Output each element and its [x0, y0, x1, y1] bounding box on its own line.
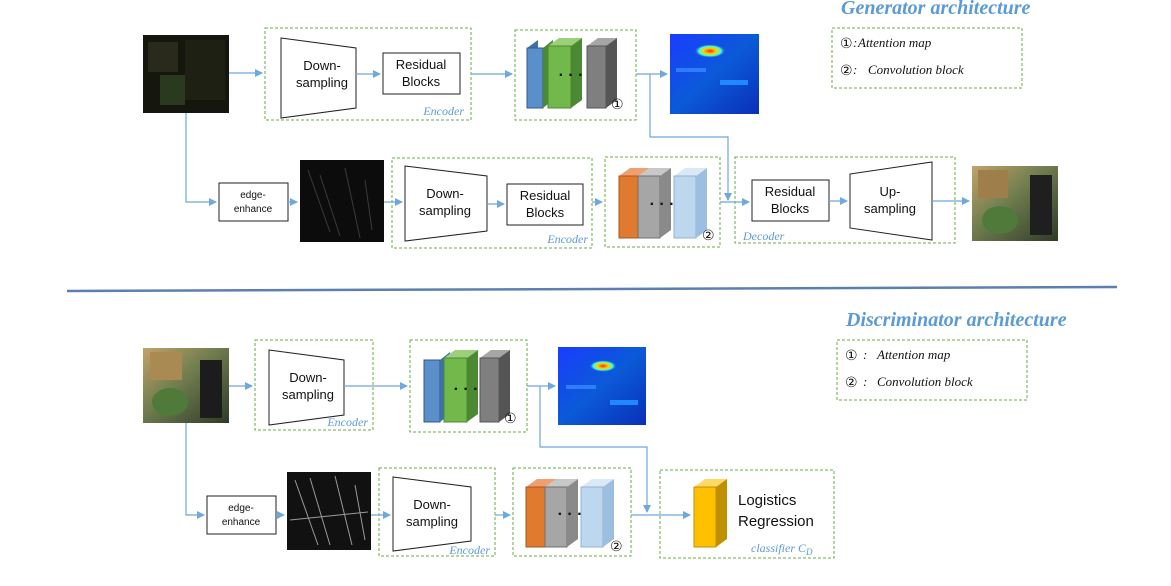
d-downsampling-trapezoid: [268, 349, 345, 426]
discriminator-attention-heatmap: [558, 347, 646, 425]
decoder-label: Decoder: [742, 229, 785, 243]
edge-enhance-label-2: enhance: [234, 204, 273, 215]
downsampling-label-1: Down-: [303, 58, 341, 73]
d-legend-attention-map: Attention map: [876, 347, 951, 362]
discriminator-encoder-bottom: [378, 467, 496, 557]
discriminator-edge-image: [287, 472, 371, 550]
discriminator-legend: [836, 339, 1028, 401]
discriminator-title: Discriminator architecture: [845, 309, 1067, 331]
regression-label: Regression: [738, 513, 814, 530]
residual-blocks-box-2: [506, 183, 584, 226]
conv-block-marker: ②: [702, 228, 715, 244]
generator-legend: [831, 27, 1023, 89]
discriminator-arrows: [185, 382, 691, 519]
d-conv-block-group: [512, 467, 632, 557]
generator-attention-heatmap: [670, 34, 759, 114]
attention-map-marker: ①: [611, 97, 624, 113]
d-conv-stack-1: · · ·: [423, 350, 510, 423]
generator-input-image: [143, 35, 229, 113]
encoder-label-2: Encoder: [546, 232, 588, 246]
downsampling-label-2: sampling: [296, 75, 348, 90]
generator-edge-image: [300, 160, 384, 242]
logistics-label: Logistics: [738, 492, 796, 509]
d-attention-map-marker: ①: [504, 411, 517, 427]
d-downsampling-trapezoid-2: [392, 476, 472, 552]
svg-text::: :: [863, 374, 867, 389]
generator-arrows: [185, 69, 970, 208]
downsampling-trapezoid: [280, 37, 357, 119]
attention-block-group: [514, 29, 637, 121]
d-edge-enhance-label-1: edge-: [228, 503, 254, 514]
residual-blocks-box: [382, 52, 461, 95]
residual2-label-2: Blocks: [526, 205, 565, 220]
residual-label-1: Residual: [396, 57, 447, 72]
classifier-block: [693, 479, 727, 548]
conv-stack-2: · · ·: [618, 168, 707, 239]
upsampling-label-1: Up-: [880, 184, 901, 199]
decoder-res-label-1: Residual: [765, 184, 816, 199]
discriminator-input-image: [143, 348, 229, 423]
svg-text::: :: [853, 62, 857, 77]
d-edge-enhance-box: [206, 495, 277, 535]
d-encoder-label: Encoder: [326, 415, 368, 429]
d-legend-num-1: ①: [845, 348, 858, 364]
d-dots-1: · · ·: [454, 381, 479, 398]
legend-num-1: ①: [840, 36, 853, 52]
conv-stack-1: · · ·: [526, 38, 617, 109]
edge-enhance-box: [218, 182, 289, 222]
section-divider: [66, 285, 1118, 293]
classifier-box: [659, 469, 835, 559]
dots-1: · · ·: [559, 67, 584, 84]
svg-text::: :: [863, 347, 867, 362]
generator-decoder: [734, 156, 956, 244]
decoder-res-label-2: Blocks: [771, 201, 810, 216]
upsampling-trapezoid: [849, 161, 933, 241]
edge-enhance-label-1: edge-: [240, 190, 266, 201]
classifier-label: classifier CD: [751, 541, 813, 557]
d-encoder-label-2: Encoder: [448, 543, 490, 557]
svg-text::: :: [853, 35, 857, 50]
legend-num-2: ②: [840, 63, 853, 79]
legend-attention-map: Attention map: [857, 35, 932, 50]
downsampling2-label-2: sampling: [419, 203, 471, 218]
discriminator-encoder-top: [254, 339, 374, 431]
legend-convolution-block: Convolution block: [868, 62, 964, 77]
d-conv-stack-2: · · ·: [525, 479, 614, 548]
d-downsampling-label-1: Down-: [289, 370, 327, 385]
generator-encoder-bottom: [391, 157, 593, 249]
d-legend-num-2: ②: [845, 375, 858, 391]
downsampling-trapezoid-2: [404, 165, 488, 242]
residual-label-2: Blocks: [402, 74, 441, 89]
d-downsampling2-label-2: sampling: [406, 514, 458, 529]
generator-title: Generator architecture: [841, 0, 1031, 19]
d-legend-convolution-block: Convolution block: [877, 374, 973, 389]
generator-output-image: [972, 166, 1058, 241]
d-edge-enhance-label-2: enhance: [222, 517, 261, 528]
d-downsampling-label-2: sampling: [282, 387, 334, 402]
residual2-label-1: Residual: [520, 188, 571, 203]
downsampling2-label-1: Down-: [426, 186, 464, 201]
upsampling-label-2: sampling: [864, 201, 916, 216]
d-dots-2: · · ·: [558, 506, 583, 523]
decoder-residual-box: [751, 179, 830, 222]
d-downsampling2-label-1: Down-: [413, 497, 451, 512]
dots-2: · · ·: [650, 196, 675, 213]
encoder-label: Encoder: [422, 104, 464, 118]
d-conv-block-marker: ②: [610, 539, 623, 555]
